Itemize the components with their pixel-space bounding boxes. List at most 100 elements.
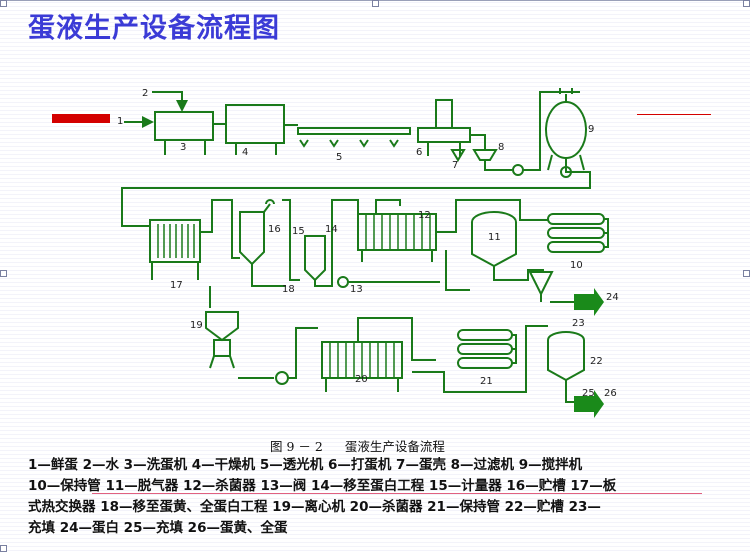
legend-line: 充填 24—蛋白 25—充填 26—蛋黄、全蛋 [28,520,288,536]
flow-line [470,134,486,150]
label-8: 8 [498,142,504,153]
flow-line [375,199,401,214]
red-accent-line [637,114,711,115]
label-3: 3 [180,142,186,153]
valve [337,276,349,288]
leg [547,154,553,171]
deaerator [471,211,517,268]
label-22: 22 [590,356,603,367]
flow-line [436,199,548,233]
tank-valve [263,199,275,213]
holding-tube [457,329,513,341]
figure-caption: 图 9 － 2 蛋液生产设备流程 [270,436,445,455]
holding-tube [547,241,605,253]
label-23: 23 [572,318,585,329]
leg [209,355,215,369]
tube-bend [604,218,609,248]
flow-line [484,160,512,171]
red-accent-bar [52,114,110,123]
pump [275,371,289,385]
page-title: 蛋液生产设备流程图 [28,13,280,44]
flow-line [200,199,240,259]
storage-tank [547,331,585,382]
label-24: 24 [606,292,619,303]
label-11: 11 [488,232,501,243]
leg [229,355,235,369]
underline-annotation [92,493,702,494]
label-2: 2 [142,88,148,99]
label-1: 1 [117,116,123,127]
label-4: 4 [242,147,248,158]
resize-handle-top[interactable] [372,0,379,7]
label-15: 15 [292,226,305,237]
plate-heat-exchanger [149,219,201,263]
label-6: 6 [416,147,422,158]
egg-washer [154,111,214,141]
candler-conveyor [297,127,411,135]
label-25: 25 [582,388,595,399]
label-17: 17 [170,280,183,291]
label-5: 5 [336,152,342,163]
label-19: 19 [190,320,203,331]
leg [579,154,585,171]
flow-line [288,327,318,379]
label-7: 7 [452,160,458,171]
egg-white-arrow [574,288,604,316]
pump [512,164,524,176]
label-12: 12 [418,210,431,221]
centrifuge [205,311,239,342]
mixer-motor [552,88,580,94]
flow-line [445,250,470,291]
flow-line [152,91,188,112]
storage-tank [239,211,265,266]
flow-line [357,317,436,361]
legend-line: 1—鲜蛋 2—水 3—洗蛋机 4—干燥机 5—透光机 6—打蛋机 7—蛋壳 8—… [28,457,583,473]
label-20: 20 [355,374,368,385]
tube-bend [512,334,517,364]
holding-tube [457,357,513,369]
shell-hopper [450,149,466,162]
label-26: 26 [604,388,617,399]
filler [528,271,554,297]
flow-line [500,325,548,393]
holding-tube [547,213,605,225]
flow-line [493,266,544,281]
resize-handle-left[interactable] [0,270,7,277]
figure-number: 图 9 － 2 [270,439,323,454]
candler-lamps [299,139,399,148]
breaker-hopper [435,99,453,129]
label-18: 18 [282,284,295,295]
label-16: 16 [268,224,281,235]
exchanger-plates [157,224,195,258]
flow-line [251,264,286,287]
holding-tube [547,227,605,239]
pump [560,166,572,178]
holding-tube [457,343,513,355]
mixing-tank [545,101,587,159]
flow-line [121,158,591,227]
egg-breaker [417,127,471,143]
legend-line: 式热交换器 18—移至蛋黄、全蛋白工程 19—离心机 20—杀菌器 21—保持管… [28,499,601,515]
label-14: 14 [325,224,338,235]
legend-line: 10—保持管 11—脱气器 12—杀菌器 13—阀 14—移至蛋白工程 15—计… [28,478,617,494]
flow-line [412,371,500,393]
label-9: 9 [588,124,594,135]
yolk-whole-egg-arrow [574,390,604,418]
resize-handle-top-left[interactable] [0,0,7,7]
label-13: 13 [350,284,363,295]
flow-line [565,380,574,403]
label-10: 10 [570,260,583,271]
legend: 1—鲜蛋 2—水 3—洗蛋机 4—干燥机 5—透光机 6—打蛋机 7—蛋壳 8—… [28,455,728,539]
label-21: 21 [480,376,493,387]
egg-dryer [225,104,285,144]
egg-filter [472,149,498,161]
flow-line [314,199,359,287]
sterilizer-plates [329,342,395,378]
flow-line [282,199,300,281]
figure-caption-text: 蛋液生产设备流程 [344,439,445,454]
flow-line [523,91,560,171]
centrifuge-base [213,339,231,357]
metering-tank [304,235,326,282]
